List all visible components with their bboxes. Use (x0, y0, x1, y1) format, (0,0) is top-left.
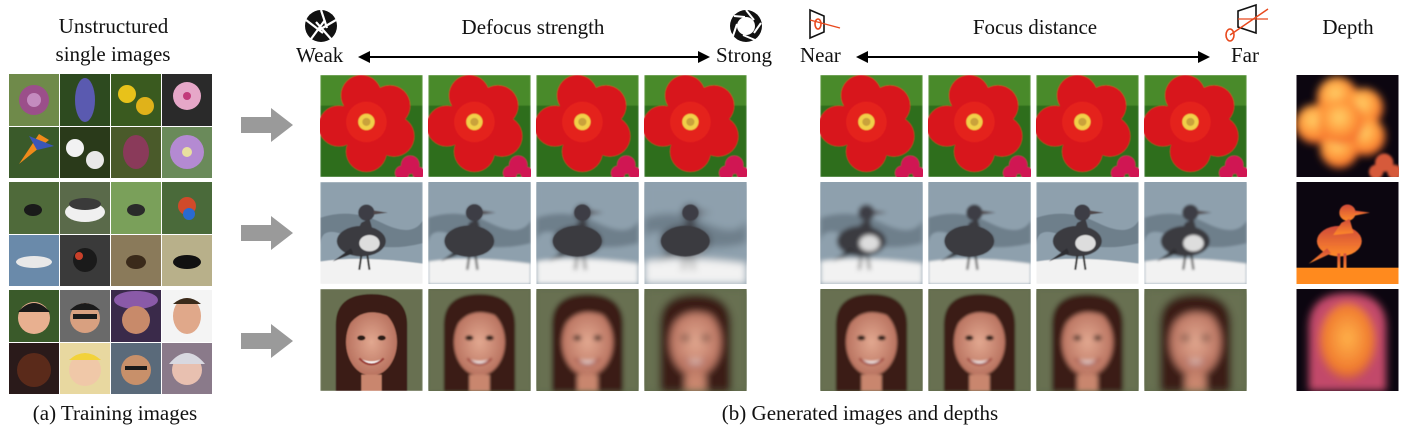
defocus-flower-4 (644, 75, 747, 177)
training-header-line2: single images (55, 42, 171, 66)
caption-training-images: (a) Training images (32, 401, 198, 425)
focus-flower-4 (1144, 75, 1247, 177)
focus-range-arrow (856, 51, 1210, 63)
defocus-bird-4 (644, 182, 747, 284)
depth-map-face (1296, 289, 1399, 391)
camera-near-focus-icon (809, 8, 841, 40)
training-header-line1: Unstructured (58, 14, 169, 38)
training-grid-birds (9, 182, 212, 286)
row-1-arrow (241, 108, 293, 142)
focus-bird-1 (820, 182, 923, 284)
row-3-arrow (241, 324, 293, 358)
far-label: Far (1231, 43, 1259, 67)
focus-face-4 (1144, 289, 1247, 391)
defocus-bird-1 (320, 182, 423, 284)
depth-map-bird (1296, 182, 1399, 284)
focus-bird-4 (1144, 182, 1247, 284)
focus-flower-2 (928, 75, 1031, 177)
focus-face-1 (820, 289, 923, 391)
depth-map-flower (1296, 75, 1399, 177)
defocus-flower-3 (536, 75, 639, 177)
focus-face-2 (928, 289, 1031, 391)
depth-header: Depth (1322, 15, 1374, 39)
training-grid-faces (9, 290, 212, 394)
defocus-bird-3 (536, 182, 639, 284)
row-2-arrow (241, 216, 293, 250)
defocus-face-1 (320, 289, 423, 391)
focus-flower-1 (820, 75, 923, 177)
defocus-face-2 (428, 289, 531, 391)
defocus-bird-2 (428, 182, 531, 284)
training-grid-flowers (9, 74, 212, 178)
focus-flower-3 (1036, 75, 1139, 177)
weak-label: Weak (296, 43, 344, 67)
camera-far-focus-icon (1225, 3, 1269, 42)
focus-title: Focus distance (972, 15, 1098, 39)
aperture-narrow-icon (730, 9, 762, 42)
strong-label: Strong (716, 43, 773, 67)
caption-generated-images: (b) Generated images and depths (721, 401, 999, 425)
defocus-face-4 (644, 289, 747, 391)
focus-face-3 (1036, 289, 1139, 391)
near-label: Near (800, 43, 841, 67)
aperture-wide-icon (305, 9, 337, 42)
focus-bird-3 (1036, 182, 1139, 284)
defocus-flower-1 (320, 75, 423, 177)
defocus-range-arrow (358, 51, 710, 63)
defocus-face-3 (536, 289, 639, 391)
defocus-flower-2 (428, 75, 531, 177)
focus-bird-2 (928, 182, 1031, 284)
defocus-title: Defocus strength (461, 15, 605, 39)
